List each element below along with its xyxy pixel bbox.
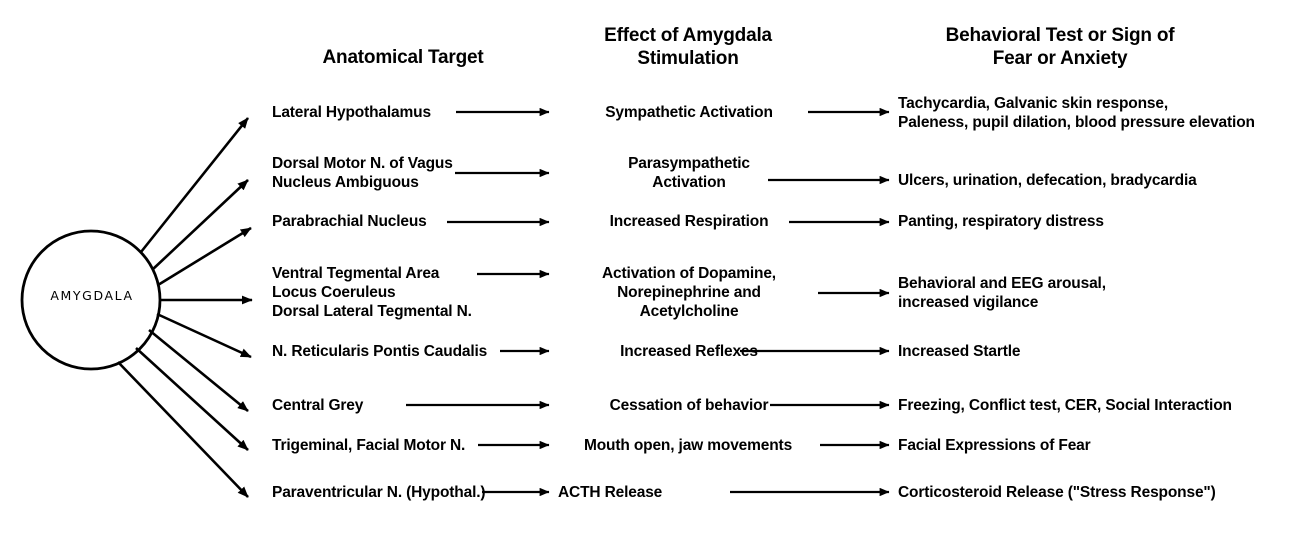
anatomical-target-5: N. Reticularis Pontis Caudalis [272,343,488,360]
anatomical-target-1: Lateral Hypothalamus [272,104,431,121]
anatomical-target-2: Dorsal Motor N. of Vagus Nucleus Ambiguo… [272,155,453,191]
fan-arrow-5 [156,312,252,359]
amygdala-hub-label: AMYGDALA [50,288,134,303]
fan-arrow-7 [135,347,249,451]
column-header-effect-of-amygdala-stimulation: Effect of Amygdala Stimulation [604,25,772,69]
behavior-7: Facial Expressions of Fear [898,437,1091,454]
column-header-anatomical-target: Anatomical Target [322,47,484,68]
behavior-3: Panting, respiratory distress [898,213,1104,230]
effect-1: Sympathetic Activation [605,104,773,121]
effect-8: ACTH Release [558,484,663,501]
column-header-behavioral-test-or-sign: Behavioral Test or Sign of Fear or Anxie… [945,25,1175,69]
effect-7: Mouth open, jaw movements [583,437,793,454]
effect-6: Cessation of behavior [609,397,769,414]
effect-3: Increased Respiration [609,213,769,230]
behavior-6: Freezing, Conflict test, CER, Social Int… [898,397,1232,414]
fan-arrow-1 [139,117,250,253]
fan-arrow-8 [117,361,249,498]
behavior-4: Behavioral and EEG arousal, increased vi… [898,275,1106,311]
fan-arrow-6 [148,328,249,413]
behavior-1: Tachycardia, Galvanic skin response, Pal… [898,95,1255,131]
effect-4: Activation of Dopamine, Norepinephrine a… [602,265,776,320]
anatomical-target-7: Trigeminal, Facial Motor N. [272,437,466,454]
behavior-2: Ulcers, urination, defecation, bradycard… [898,172,1197,189]
behavior-5: Increased Startle [898,343,1021,360]
anatomical-target-8: Paraventricular N. (Hypothal.) [272,484,486,501]
anatomical-target-6: Central Grey [272,397,364,414]
fan-arrow-2 [151,179,249,271]
behavior-8: Corticosteroid Release ("Stress Response… [898,484,1216,501]
fan-arrow-3 [157,226,252,287]
anatomical-target-4: Ventral Tegmental Area Locus Coeruleus D… [272,265,472,320]
anatomical-target-3: Parabrachial Nucleus [272,213,427,230]
effect-2: Parasympathetic Activation [628,155,750,191]
effect-5: Increased Reflexes [620,343,758,360]
